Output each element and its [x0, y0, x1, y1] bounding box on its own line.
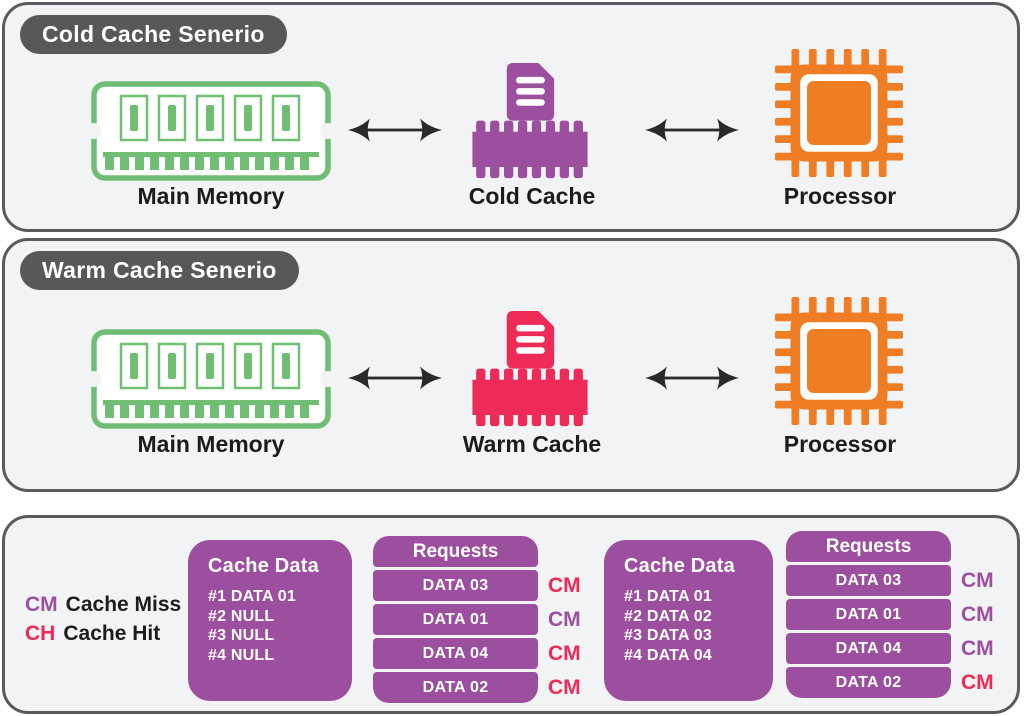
legend-cache-hit: CH Cache Hit — [25, 619, 181, 648]
table-row: DATA 04 — [786, 633, 951, 664]
table-row: DATA 03 — [373, 570, 538, 601]
cache-hit-label: Cache Hit — [63, 622, 161, 645]
warm-cache-label: Warm Cache — [462, 431, 602, 457]
result-badge: CM — [548, 642, 581, 665]
warm-cache-data-table: Cache Data #1 DATA 01 #2 DATA 02 #3 DATA… — [604, 540, 773, 701]
cold-panel-title-pill: Cold Cache Senerio — [20, 15, 287, 54]
table-title: Cache Data — [208, 555, 319, 577]
processor-icon — [775, 49, 903, 177]
cold-cache-data-table: Cache Data #1 DATA 01 #2 NULL #3 NULL #4… — [188, 540, 352, 701]
cold-requests-table: Requests DATA 03 CM DATA 01 CM DATA 04 C… — [373, 536, 581, 703]
table-row: DATA 04 — [373, 638, 538, 669]
table-row: DATA 03 — [786, 565, 951, 596]
double-arrow-icon — [348, 366, 442, 390]
result-badge: CM — [548, 676, 581, 699]
warm-cache-icon — [472, 311, 588, 427]
table-row: DATA 02 — [373, 672, 538, 703]
table-header: Requests — [786, 531, 951, 562]
table-row: DATA 01 — [786, 599, 951, 630]
table-row: #1 DATA 01 — [208, 588, 296, 605]
cold-cache-label: Cold Cache — [468, 183, 596, 209]
double-arrow-icon — [645, 366, 739, 390]
table-row: #3 DATA 03 — [624, 627, 712, 644]
cache-tables-panel: CM Cache Miss CH Cache Hit Cache Data #1… — [2, 515, 1020, 714]
legend-cache-miss: CM Cache Miss — [25, 590, 181, 619]
ram-icon — [91, 81, 331, 181]
warm-panel-title-pill: Warm Cache Senerio — [20, 251, 299, 290]
table-row: DATA 02 — [786, 667, 951, 698]
processor-icon — [775, 297, 903, 425]
cold-cache-panel: Cold Cache Senerio Main Memory — [2, 2, 1020, 232]
processor-label: Processor — [783, 183, 897, 209]
table-row: #2 DATA 02 — [624, 607, 712, 625]
result-badge: CM — [961, 603, 994, 626]
warm-panel-title: Warm Cache Senerio — [42, 257, 277, 283]
main-memory-label: Main Memory — [137, 431, 285, 457]
table-row: #3 NULL — [208, 627, 275, 644]
cache-hit-abbr: CH — [25, 622, 56, 645]
table-row: #4 DATA 04 — [624, 646, 712, 664]
table-row: #4 NULL — [208, 646, 275, 664]
double-arrow-icon — [348, 118, 442, 142]
result-badge: CM — [548, 608, 581, 631]
table-row: #1 DATA 01 — [624, 588, 712, 605]
cache-miss-abbr: CM — [25, 593, 58, 616]
legend: CM Cache Miss CH Cache Hit — [25, 590, 181, 648]
result-badge: CM — [548, 574, 581, 597]
processor-label: Processor — [783, 431, 897, 457]
cold-cache-icon — [472, 63, 588, 179]
cold-panel-title: Cold Cache Senerio — [42, 21, 265, 47]
result-badge: CM — [961, 671, 994, 694]
table-title: Cache Data — [624, 555, 735, 577]
main-memory-label: Main Memory — [137, 183, 285, 209]
result-badge: CM — [961, 569, 994, 592]
warm-requests-table: Requests DATA 03 CM DATA 01 CM DATA 04 C… — [786, 531, 994, 698]
double-arrow-icon — [645, 118, 739, 142]
table-row: #2 NULL — [208, 607, 275, 625]
table-header: Requests — [373, 536, 538, 567]
warm-cache-panel: Warm Cache Senerio Main Memory — [2, 238, 1020, 492]
ram-icon — [91, 329, 331, 429]
table-row: DATA 01 — [373, 604, 538, 635]
result-badge: CM — [961, 637, 994, 660]
cache-miss-label: Cache Miss — [65, 593, 182, 616]
